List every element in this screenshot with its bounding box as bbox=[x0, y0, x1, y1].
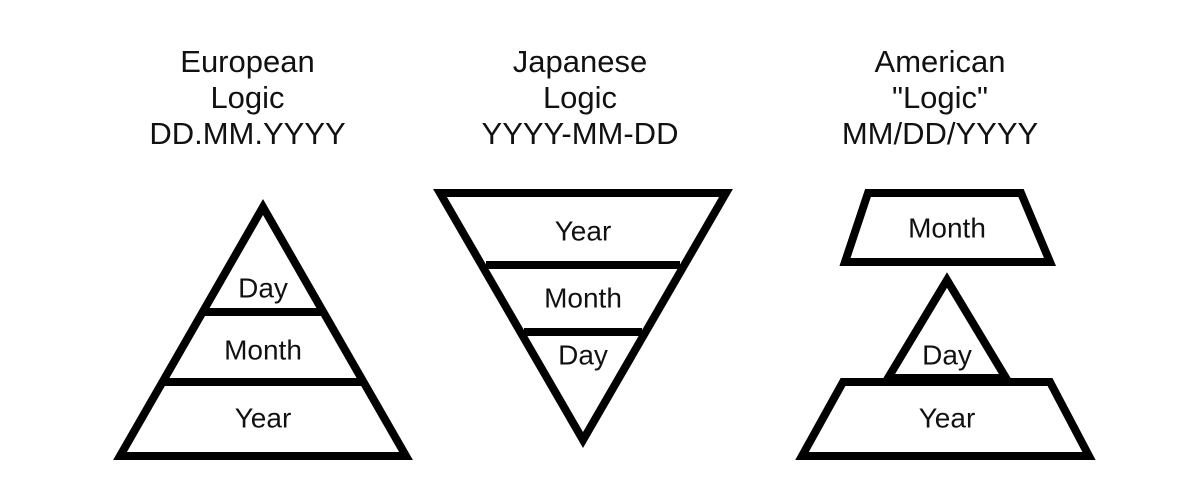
japanese-title: Japanese Logic YYYY-MM-DD bbox=[440, 44, 720, 152]
japanese-pyramid-outline bbox=[433, 189, 733, 448]
european-pyramid bbox=[113, 198, 413, 460]
american-name: American bbox=[874, 44, 1006, 79]
american-layer-day: Day bbox=[922, 339, 972, 370]
american-format: MM/DD/YYYY bbox=[841, 116, 1039, 151]
european-format: DD.MM.YYYY bbox=[149, 116, 346, 151]
japanese-layer-year: Year bbox=[555, 215, 612, 246]
european-title: European Logic DD.MM.YYYY bbox=[115, 44, 380, 152]
american-month-trapezoid bbox=[839, 189, 1057, 266]
european-layer-day: Day bbox=[238, 272, 288, 303]
american-title: American "Logic" MM/DD/YYYY bbox=[800, 44, 1080, 152]
japanese-format: YYYY-MM-DD bbox=[481, 116, 679, 151]
japanese-pyramid bbox=[433, 189, 733, 448]
american-layer-month: Month bbox=[908, 212, 986, 243]
american-pyramid bbox=[795, 189, 1096, 460]
japanese-layer-month: Month bbox=[544, 282, 622, 313]
japanese-layer-day: Day bbox=[558, 339, 608, 370]
european-layer-year: Year bbox=[235, 402, 292, 433]
american-layer-year: Year bbox=[919, 402, 976, 433]
american-year-trapezoid bbox=[795, 378, 1096, 460]
japanese-logic-label: Logic bbox=[542, 80, 618, 115]
european-name: European bbox=[180, 44, 315, 79]
american-logic-label: "Logic" bbox=[891, 80, 989, 115]
japanese-name: Japanese bbox=[512, 44, 648, 79]
european-layer-month: Month bbox=[224, 334, 302, 365]
european-pyramid-outline bbox=[113, 198, 413, 460]
european-logic-label: Logic bbox=[210, 80, 285, 115]
